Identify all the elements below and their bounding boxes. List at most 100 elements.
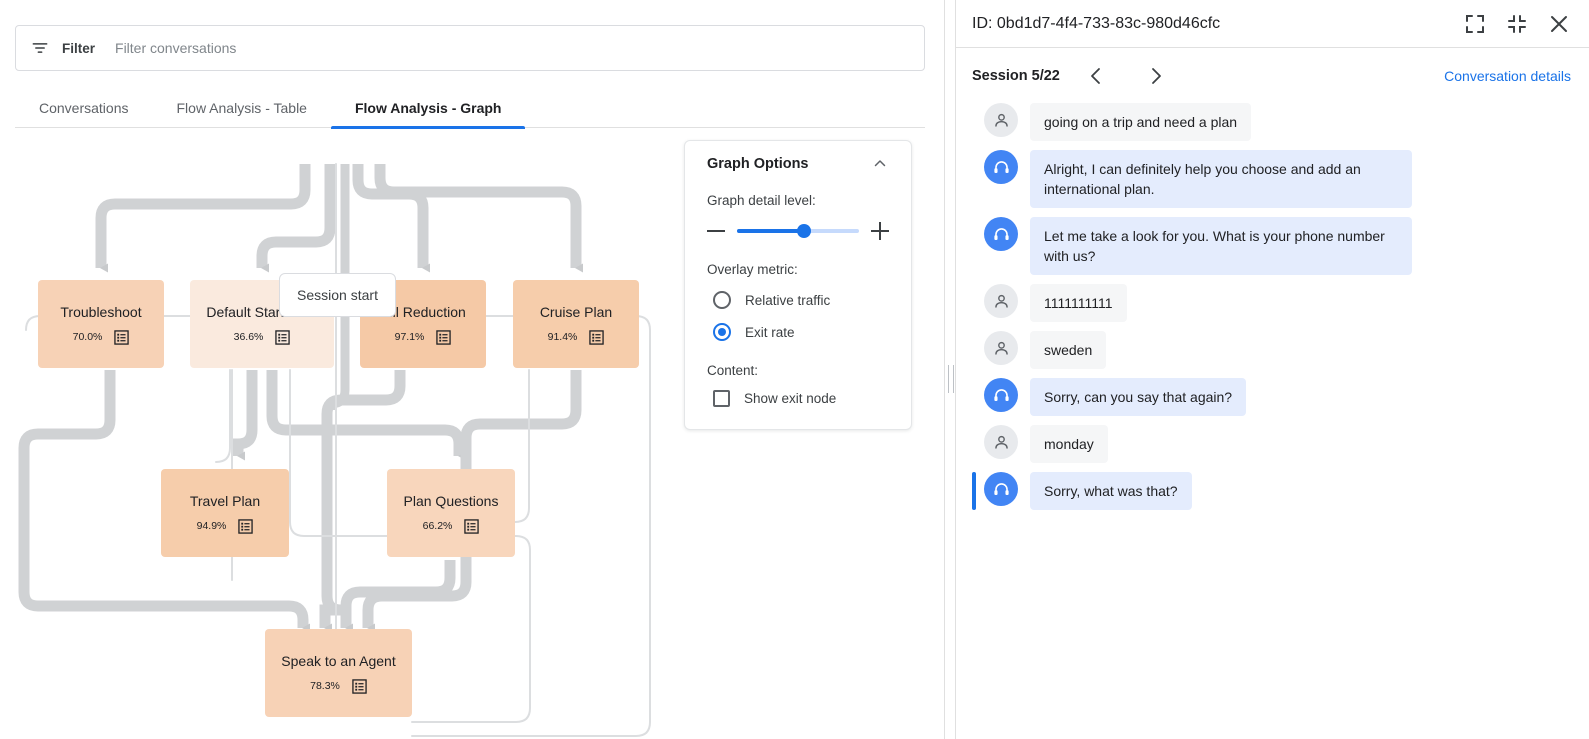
node-metric: 94.9%: [196, 520, 227, 532]
message-row: sweden: [972, 331, 1573, 369]
graph-node-bill-reduction[interactable]: Bill Reduction 97.1%: [360, 280, 486, 368]
graph-node-troubleshoot[interactable]: Troubleshoot 70.0%: [38, 280, 164, 368]
radio-icon-selected[interactable]: [713, 323, 731, 341]
node-metric: 70.0%: [72, 331, 103, 343]
node-meta: 70.0%: [72, 329, 130, 345]
node-label: Cruise Plan: [539, 303, 613, 320]
radio-relative-traffic[interactable]: Relative traffic: [707, 291, 889, 309]
node-meta: 97.1%: [394, 329, 452, 345]
user-avatar-icon: [984, 331, 1018, 365]
node-list-icon[interactable]: [275, 329, 291, 345]
node-meta: 91.4%: [548, 329, 605, 345]
splitter-grip-icon[interactable]: [948, 365, 954, 393]
session-counter: Session 5/22: [972, 67, 1060, 84]
graph-detail-level-slider[interactable]: [737, 224, 859, 238]
plus-icon[interactable]: [871, 222, 889, 240]
chevron-up-icon[interactable]: [871, 155, 889, 173]
graph-node-plan-questions[interactable]: Plan Questions 66.2%: [387, 469, 515, 557]
filter-bar[interactable]: Filter: [15, 25, 925, 71]
agent-avatar-icon: [984, 472, 1018, 506]
node-list-icon[interactable]: [589, 329, 605, 345]
node-meta: 78.3%: [310, 678, 367, 694]
node-label: Plan Questions: [403, 492, 499, 509]
radio-label: Exit rate: [745, 324, 795, 340]
flow-analysis-pane: Filter Conversations Flow Analysis - Tab…: [0, 25, 944, 739]
user-avatar-icon: [984, 284, 1018, 318]
message-row: Let me take a look for you. What is your…: [972, 217, 1573, 275]
graph-node-travel-plan[interactable]: Travel Plan 94.9%: [161, 469, 289, 557]
radio-icon[interactable]: [713, 291, 731, 309]
message-row-highlighted: Sorry, what was that?: [972, 472, 1573, 510]
graph-options-title: Graph Options: [707, 156, 809, 172]
tab-label: Flow Analysis - Graph: [354, 100, 502, 116]
pane-splitter[interactable]: [944, 0, 956, 739]
node-metric: 36.6%: [233, 331, 264, 343]
graph-options-panel: Graph Options Graph detail level: Overla…: [684, 140, 912, 430]
filter-input[interactable]: [115, 40, 816, 56]
radio-exit-rate[interactable]: Exit rate: [707, 323, 889, 341]
checkbox-label: Show exit node: [744, 391, 837, 406]
node-meta: 94.9%: [196, 518, 254, 534]
highlight-marker: [972, 472, 976, 510]
checkbox-icon[interactable]: [713, 390, 730, 407]
chevron-right-icon[interactable]: [1144, 64, 1168, 88]
session-start-label: Session start: [297, 287, 378, 303]
message-row: monday: [972, 425, 1573, 463]
slider-thumb[interactable]: [797, 224, 812, 238]
node-list-icon[interactable]: [464, 518, 480, 534]
tab-bar: Conversations Flow Analysis - Table Flow…: [15, 88, 925, 129]
fullscreen-icon[interactable]: [1463, 12, 1487, 36]
node-metric: 78.3%: [310, 680, 340, 692]
minus-icon[interactable]: [707, 222, 725, 240]
chevron-left-icon[interactable]: [1084, 64, 1108, 88]
message-list: going on a trip and need a plan Alright,…: [956, 103, 1589, 510]
checkbox-show-exit-node[interactable]: Show exit node: [707, 390, 889, 407]
session-navigation-bar: Session 5/22 Conversation details: [956, 48, 1589, 103]
slider-fill: [737, 229, 805, 233]
node-meta: 36.6%: [233, 329, 291, 345]
tab-label: Flow Analysis - Table: [176, 100, 307, 116]
filter-label: Filter: [62, 40, 96, 56]
graph-node-speak-to-an-agent[interactable]: Speak to an Agent 78.3%: [265, 629, 412, 717]
overlay-metric-label: Overlay metric:: [707, 262, 798, 277]
message-row: going on a trip and need a plan: [972, 103, 1573, 141]
tab-flow-analysis-graph[interactable]: Flow Analysis - Graph: [330, 88, 526, 129]
message-bubble: Sorry, can you say that again?: [1030, 378, 1247, 416]
fullscreen-exit-icon[interactable]: [1505, 12, 1529, 36]
agent-avatar-icon: [984, 217, 1018, 251]
message-row: Alright, I can definitely help you choos…: [972, 150, 1573, 208]
message-bubble: 1111111111: [1030, 284, 1127, 322]
conversation-details-link[interactable]: Conversation details: [1444, 67, 1571, 84]
graph-edges: [18, 163, 651, 737]
node-list-icon[interactable]: [436, 329, 452, 345]
agent-avatar-icon: [984, 378, 1018, 412]
message-bubble: Sorry, what was that?: [1030, 472, 1192, 510]
graph-detail-level-control: [707, 222, 889, 240]
conversation-id: ID: 0bd1d7-4f4-733-83c-980d46cfc: [972, 14, 1221, 32]
message-bubble: monday: [1030, 425, 1108, 463]
content-label: Content:: [707, 363, 759, 378]
tab-conversations[interactable]: Conversations: [15, 88, 153, 128]
node-list-icon[interactable]: [238, 518, 254, 534]
node-label: Troubleshoot: [60, 303, 142, 320]
filter-icon: [30, 38, 50, 58]
node-metric: 97.1%: [394, 331, 425, 343]
graph-node-cruise-plan[interactable]: Cruise Plan 91.4%: [513, 280, 639, 368]
user-avatar-icon: [984, 103, 1018, 137]
node-meta: 66.2%: [423, 518, 480, 534]
conversation-pane: ID: 0bd1d7-4f4-733-83c-980d46cfc Session…: [956, 0, 1589, 739]
flow-graph-canvas[interactable]: Session start Troubleshoot 70.0%: [0, 130, 944, 739]
message-bubble: Alright, I can definitely help you choos…: [1030, 150, 1412, 208]
session-start-node[interactable]: Session start: [279, 273, 396, 317]
node-label: Travel Plan: [189, 492, 261, 509]
graph-options-header: Graph Options: [707, 155, 889, 173]
tab-flow-analysis-table[interactable]: Flow Analysis - Table: [153, 88, 331, 128]
tab-label: Conversations: [39, 100, 129, 116]
node-list-icon[interactable]: [114, 329, 130, 345]
close-icon[interactable]: [1547, 12, 1571, 36]
conversation-header: ID: 0bd1d7-4f4-733-83c-980d46cfc: [956, 0, 1589, 48]
node-list-icon[interactable]: [352, 678, 367, 694]
node-label: Bill Reduction: [380, 303, 466, 320]
message-row: 1111111111: [972, 284, 1573, 322]
